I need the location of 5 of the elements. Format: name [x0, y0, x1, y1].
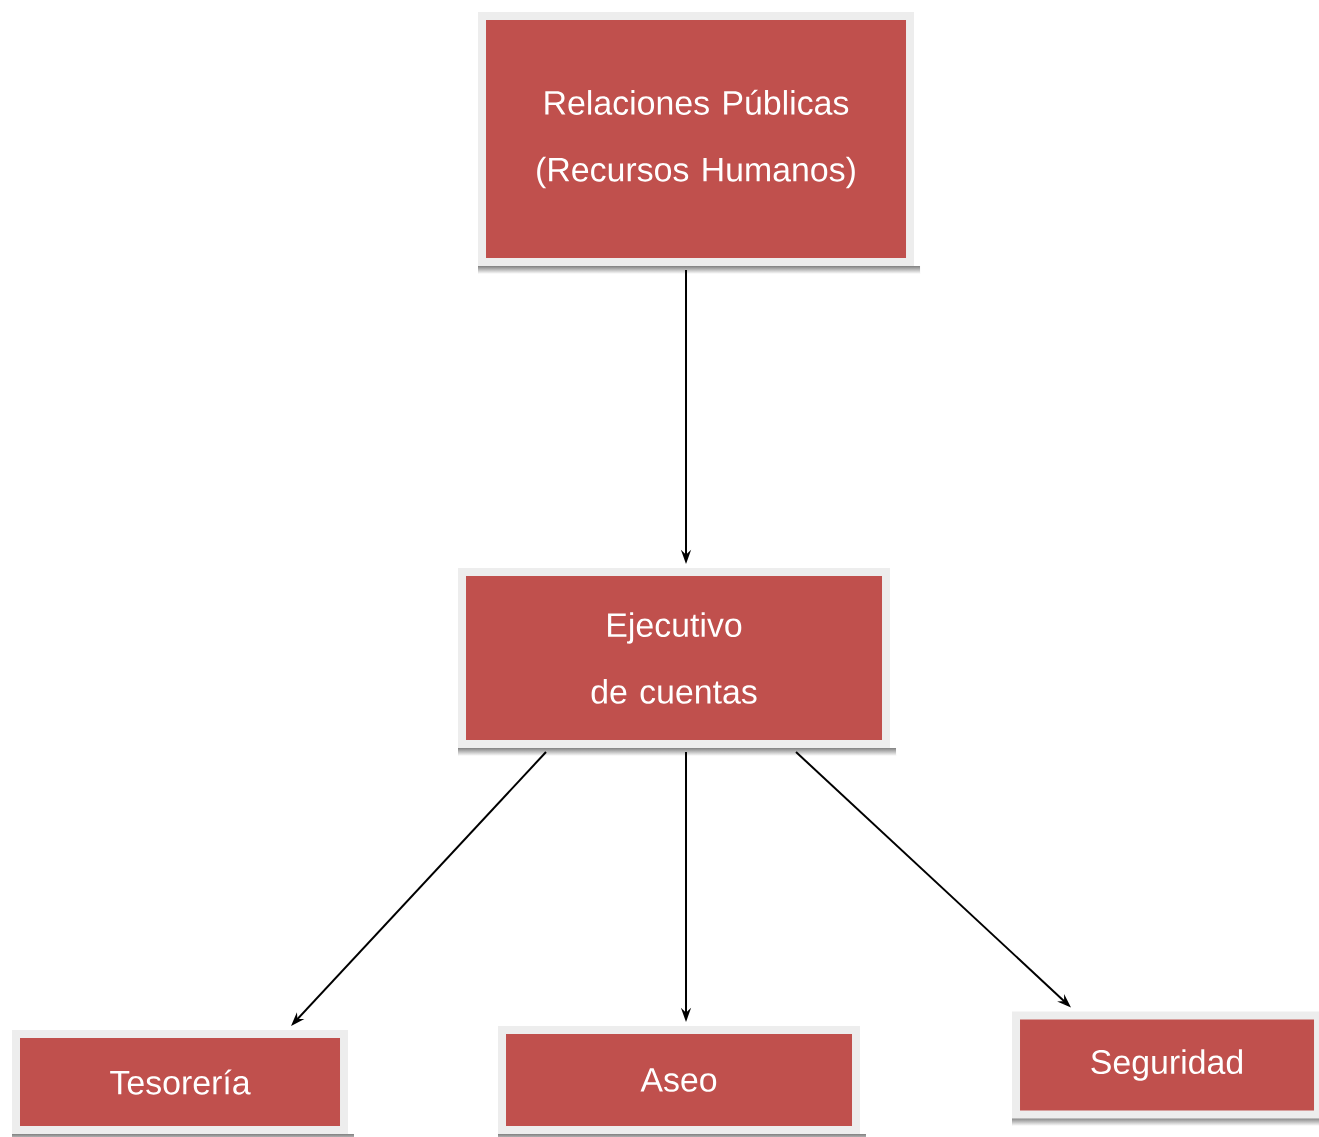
- process-box: Ejecutivo de cuentas: [458, 568, 896, 756]
- process-box: Seguridad: [1012, 1011, 1319, 1126]
- process-box: Aseo: [498, 1026, 866, 1137]
- process-box: Relaciones Públicas (Recursos Humanos): [478, 12, 920, 274]
- process-box: Tesorería: [12, 1030, 354, 1137]
